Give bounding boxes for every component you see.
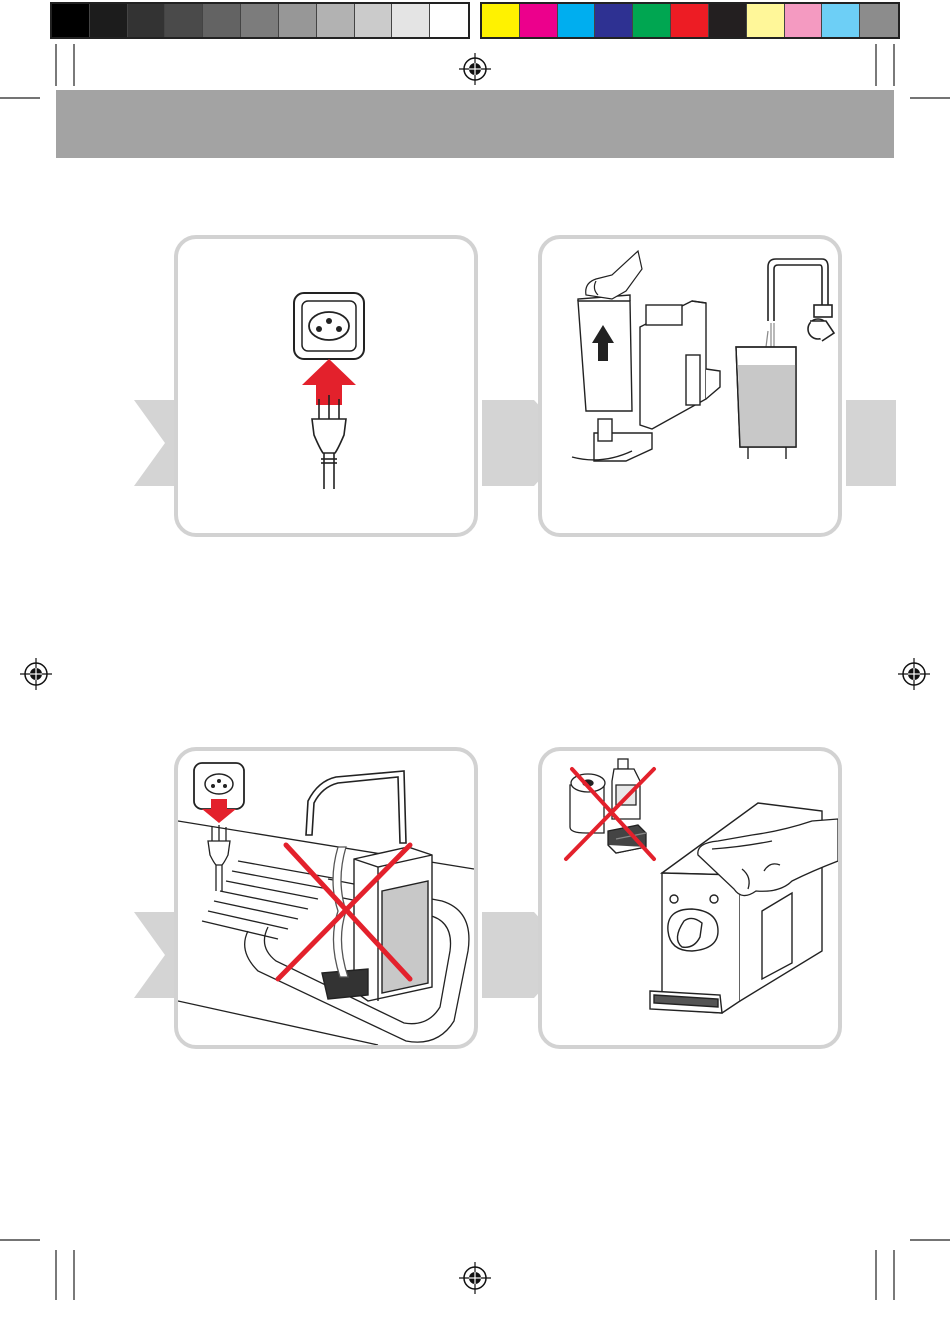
plug-in-step-panel bbox=[174, 235, 478, 537]
gray-swatch-3 bbox=[128, 4, 166, 37]
process-swatch-8 bbox=[747, 4, 785, 37]
process-color-bar bbox=[480, 2, 900, 39]
fill-water-tank-step-panel bbox=[538, 235, 842, 537]
step-chevron-3 bbox=[846, 400, 896, 486]
water-tap bbox=[768, 259, 834, 341]
hand-lifting bbox=[586, 251, 642, 299]
do-not-rinse-under-tap-step-panel bbox=[174, 747, 478, 1049]
electrical-socket-icon bbox=[294, 293, 364, 359]
registration-mark-icon bbox=[459, 53, 491, 85]
registration-mark-icon bbox=[898, 658, 930, 690]
grayscale-color-bar bbox=[50, 2, 470, 39]
gray-swatch-5 bbox=[203, 4, 241, 37]
gray-swatch-4 bbox=[165, 4, 203, 37]
gray-swatch-10 bbox=[392, 4, 430, 37]
process-swatch-3 bbox=[558, 4, 596, 37]
wipe-with-cloth-step-panel bbox=[538, 747, 842, 1049]
process-swatch-10 bbox=[822, 4, 860, 37]
header-band bbox=[56, 90, 894, 158]
gray-swatch-8 bbox=[317, 4, 355, 37]
process-swatch-11 bbox=[860, 4, 898, 37]
gray-swatch-7 bbox=[279, 4, 317, 37]
gray-swatch-9 bbox=[355, 4, 393, 37]
water-tank-filling bbox=[736, 347, 796, 459]
water-tap bbox=[306, 771, 406, 843]
process-swatch-5 bbox=[633, 4, 671, 37]
three-pin-plug-icon bbox=[312, 395, 346, 489]
registration-mark-icon bbox=[20, 658, 52, 690]
gray-swatch-11 bbox=[430, 4, 468, 37]
process-swatch-4 bbox=[595, 4, 633, 37]
gray-swatch-2 bbox=[90, 4, 128, 37]
gray-swatch-1 bbox=[52, 4, 90, 37]
registration-mark-icon bbox=[459, 1262, 491, 1294]
process-swatch-7 bbox=[709, 4, 747, 37]
gray-swatch-6 bbox=[241, 4, 279, 37]
process-swatch-2 bbox=[520, 4, 558, 37]
water-tank-removed bbox=[578, 295, 632, 441]
process-swatch-1 bbox=[482, 4, 520, 37]
process-swatch-9 bbox=[785, 4, 823, 37]
process-swatch-6 bbox=[671, 4, 709, 37]
